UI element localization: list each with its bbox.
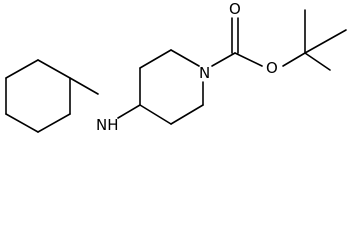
bond — [139, 49, 172, 69]
cyclohexane-ring — [5, 59, 71, 133]
bond-carbonyl-ester-o — [234, 52, 263, 67]
ring-nitrogen-label: N — [199, 64, 210, 82]
carbonyl-double-bond — [231, 17, 239, 54]
bond — [170, 49, 200, 67]
bond — [5, 113, 39, 133]
tert-butyl-group — [304, 9, 347, 71]
bond — [170, 104, 204, 125]
bond — [139, 104, 172, 125]
ester-oxygen-label: O — [266, 59, 278, 77]
bond-cyclohexyl-nh — [69, 77, 99, 95]
piperidine-ring — [139, 49, 204, 125]
amine-nitrogen-label: NH — [96, 116, 119, 134]
bond — [304, 29, 347, 54]
bond-n-carbonyl — [211, 52, 236, 67]
bond-nh-piperidine — [117, 104, 141, 119]
structure-diagram: NH N O O — [5, 0, 347, 134]
bond-ester-o-tbutyl — [282, 52, 306, 67]
bond — [37, 113, 71, 133]
carbonyl-oxygen-label: O — [229, 0, 241, 18]
bond — [5, 59, 39, 79]
bond — [37, 59, 71, 79]
bond — [304, 52, 331, 71]
